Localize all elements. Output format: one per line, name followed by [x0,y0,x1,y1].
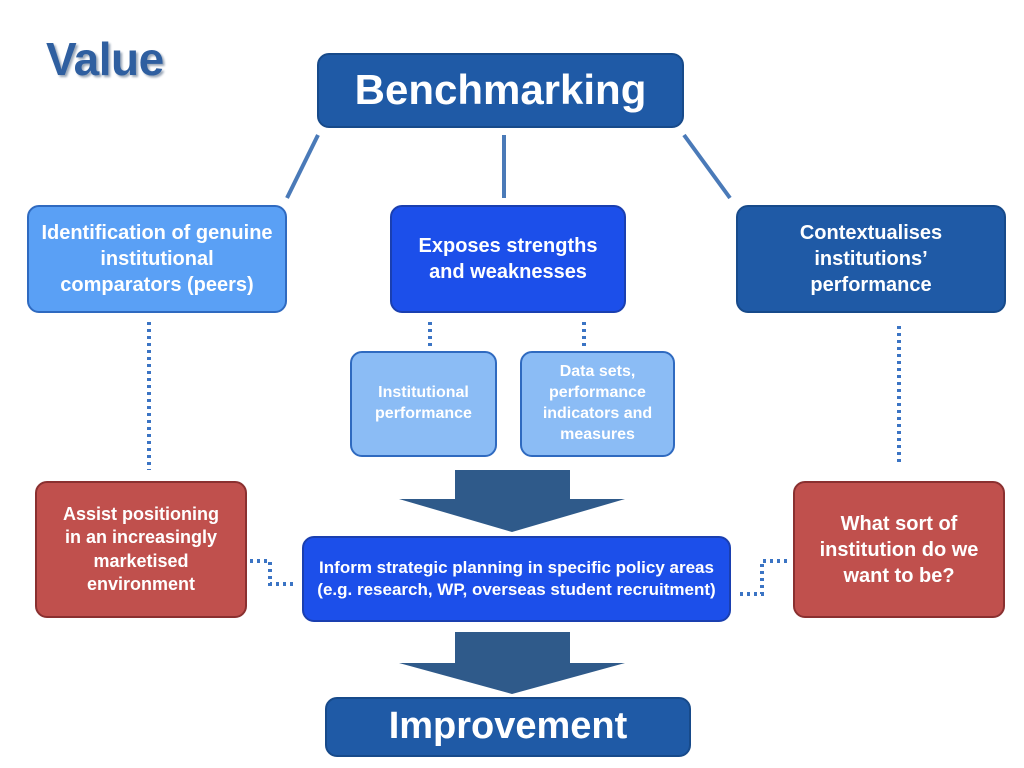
down-arrow-upper [399,470,625,532]
connector-to-identification [285,134,320,199]
dotted-connector-inform-what-sort [740,559,790,596]
slide-title: Value [46,33,164,85]
exposes-box: Exposes strengths and weaknesses [390,205,626,313]
inform-strategic-box: Inform strategic planning in specific po… [302,536,731,622]
institutional-performance-label: Institutional performance [375,384,472,422]
what-sort-box: What sort of institution do we want to b… [793,481,1005,618]
institutional-performance-box: Institutional performance [350,351,497,457]
benchmarking-label: Benchmarking [354,66,647,114]
inform-strategic-label: Inform strategic planning in specific po… [317,557,716,599]
identification-box: Identification of genuine institutional … [27,205,287,313]
what-sort-label: What sort of institution do we want to b… [819,512,979,587]
data-sets-box: Data sets, performance indicators and me… [520,351,675,457]
exposes-label: Exposes strengths and weaknesses [418,235,598,283]
contextualises-label: Contextualises institutions’ performance [799,222,943,296]
identification-label: Identification of genuine institutional … [41,222,273,296]
dotted-connector-assist-inform [250,559,296,586]
contextualises-box: Contextualises institutions’ performance [736,205,1006,313]
data-sets-label: Data sets, performance indicators and me… [542,363,653,443]
improvement-label: Improvement [388,705,628,748]
assist-positioning-label: Assist positioning in an increasingly ma… [62,503,219,594]
connector-to-contextualises [682,133,732,200]
assist-positioning-box: Assist positioning in an increasingly ma… [35,481,247,618]
benchmarking-box: Benchmarking [317,53,684,128]
down-arrow-lower [399,632,625,694]
improvement-box: Improvement [325,697,691,757]
